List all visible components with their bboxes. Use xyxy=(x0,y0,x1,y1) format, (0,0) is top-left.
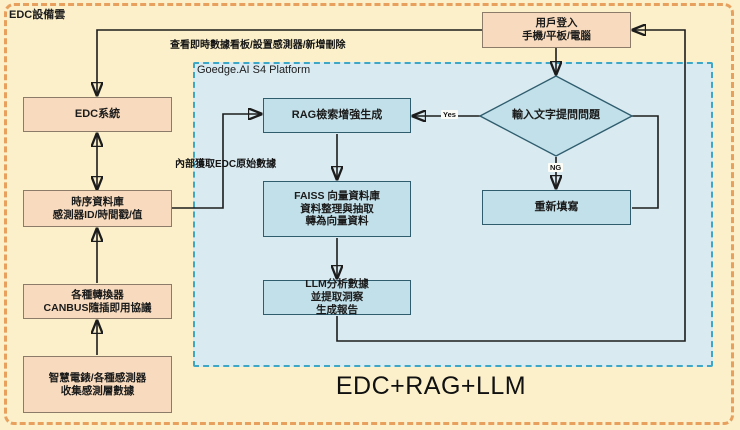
node-rag: RAG檢索增強生成 xyxy=(263,98,411,133)
edge-label-internal-fetch: 內部獲取EDC原始數據 xyxy=(175,159,277,170)
edge-login-to-edc-system xyxy=(97,29,482,95)
node-line: 手機/平板/電腦 xyxy=(522,30,591,42)
edge-timeseries-to-rag xyxy=(172,114,261,209)
node-line: EDC系統 xyxy=(74,107,121,120)
node-decision-label: 輸入文字提問問題 xyxy=(480,76,632,156)
node-line: 各種轉換器 xyxy=(71,288,124,301)
edge-label-view-dashboard: 查看即時數據看板/設置感測器/新增刪除 xyxy=(170,40,346,51)
node-line: 輸入文字提問問題 xyxy=(512,109,600,122)
node-converters: 各種轉換器 CANBUS隨插即用協議 xyxy=(23,284,172,319)
node-line: 並提取洞察 xyxy=(310,291,364,304)
node-line: FAISS 向量資料庫 xyxy=(294,189,380,202)
node-line: LLM分析數據 xyxy=(305,278,369,291)
node-line: 生成報告 xyxy=(316,303,358,316)
edge-refill-loop-to-decision xyxy=(632,115,659,209)
node-timeseries-db: 時序資料庫 感測器ID/時間戳/值 xyxy=(23,190,172,227)
edge-label-ng: NG xyxy=(548,163,564,172)
node-refill: 重新填寫 xyxy=(482,190,631,225)
node-edc-system: EDC系統 xyxy=(23,97,172,132)
node-line: 智慧電錶/各種感測器 xyxy=(48,371,147,384)
node-user-login: 用戶登入 手機/平板/電腦 xyxy=(482,12,631,48)
platform-label: Goedge.AI S4 Platform xyxy=(197,64,311,76)
node-line: 重新填寫 xyxy=(534,200,579,213)
node-line: 收集感測層數據 xyxy=(60,384,135,397)
node-line: 用戶登入 xyxy=(535,17,578,30)
node-line: 時序資料庫 xyxy=(71,195,124,208)
node-line: 資料整理與抽取 xyxy=(300,202,374,215)
decision-diamond-shape xyxy=(478,75,634,157)
node-line: CANBUS隨插即用協議 xyxy=(43,301,152,314)
node-line: RAG檢索增強生成 xyxy=(291,108,383,121)
edge-llm-feedback-to-login xyxy=(336,30,686,342)
node-faiss: FAISS 向量資料庫 資料整理與抽取 轉為向量資料 xyxy=(263,181,411,237)
node-line: 感測器ID/時間戳/值 xyxy=(52,208,143,221)
edc-cloud-dashed-border xyxy=(4,3,734,425)
node-llm: LLM分析數據 並提取洞察 生成報告 xyxy=(263,278,411,316)
node-smart-meters: 智慧電錶/各種感測器 收集感測層數據 xyxy=(23,356,172,413)
node-line: 轉為向量資料 xyxy=(305,215,369,228)
diagram-title: EDC+RAG+LLM xyxy=(335,372,527,400)
edge-label-yes: Yes xyxy=(441,110,458,119)
edc-cloud-label: EDC設備雲 xyxy=(9,9,66,21)
